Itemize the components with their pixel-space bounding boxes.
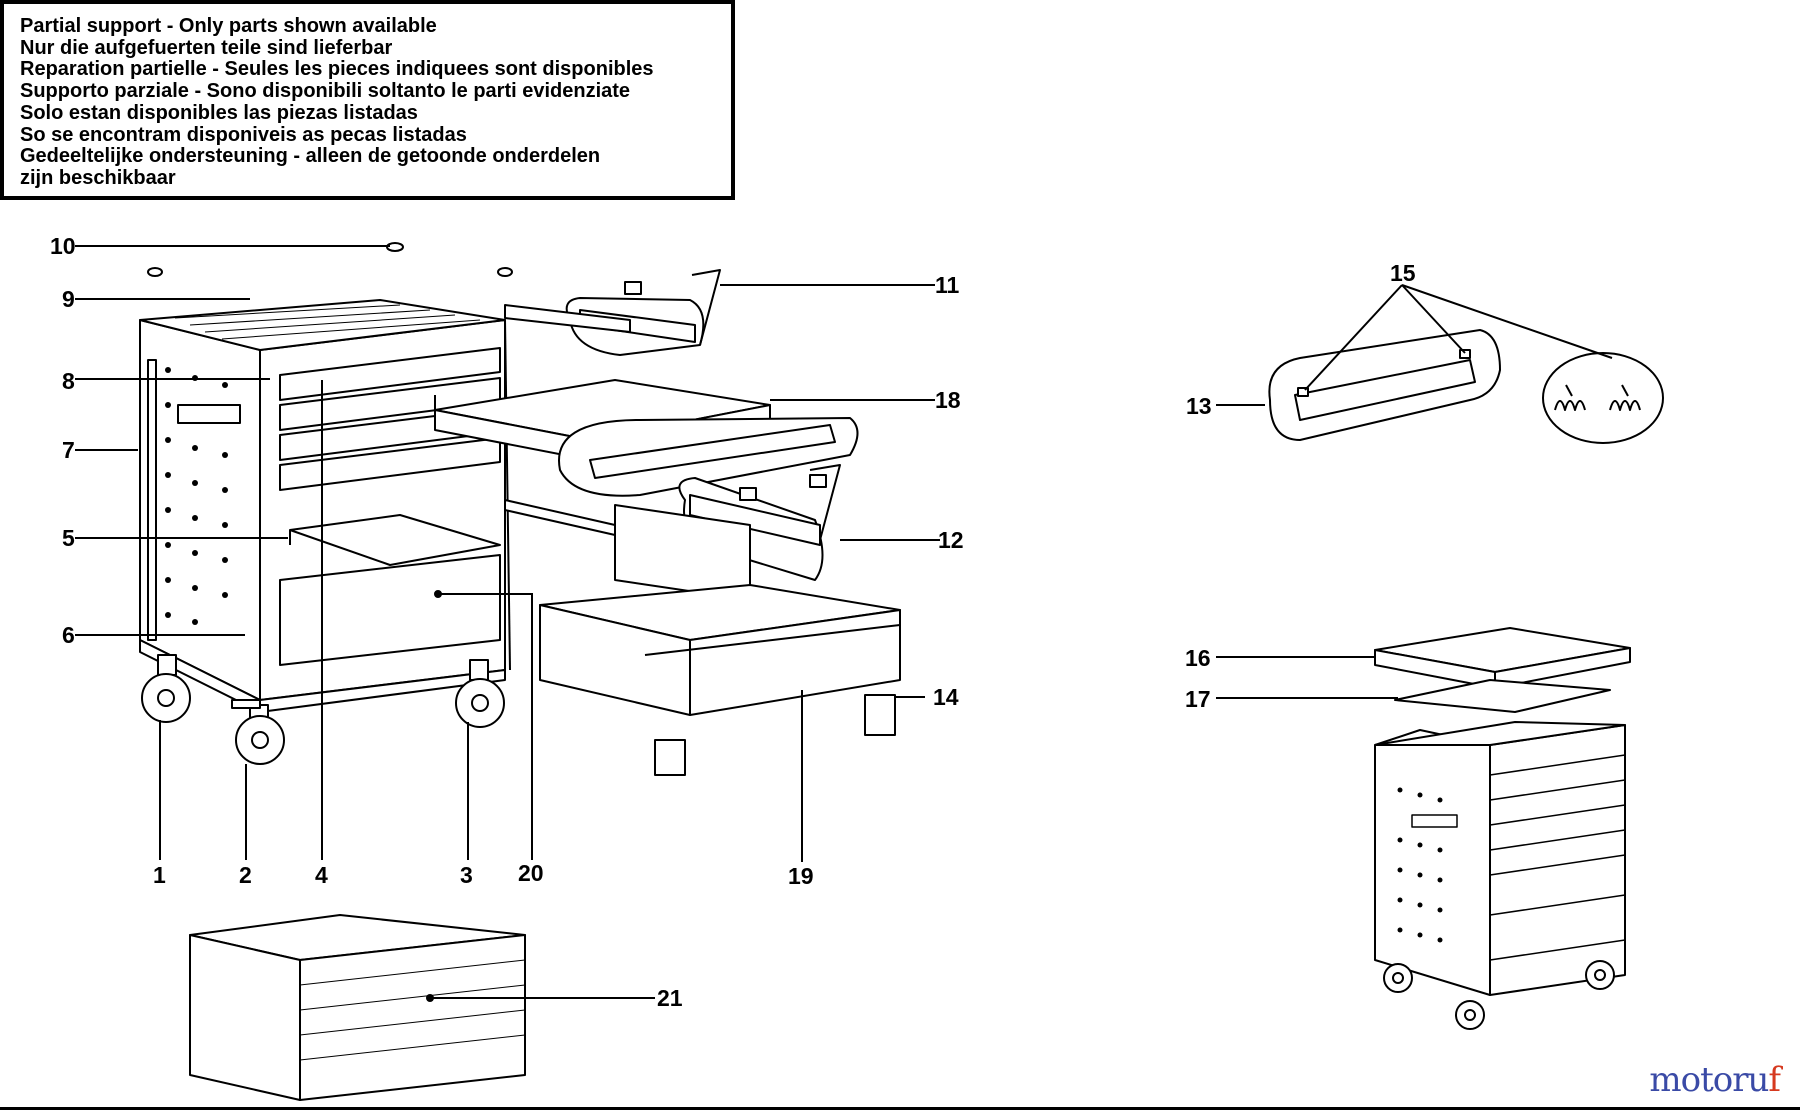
site-watermark: motoruf bbox=[1649, 1060, 1781, 1100]
callout-1: 1 bbox=[153, 862, 166, 888]
callout-15: 15 bbox=[1390, 260, 1416, 286]
notice-line: So se encontram disponiveis as pecas lis… bbox=[20, 123, 467, 146]
callout-3: 3 bbox=[460, 862, 473, 888]
notice-line: Gedeeltelijke ondersteuning - alleen de … bbox=[20, 145, 601, 168]
callout-9: 9 bbox=[62, 286, 75, 312]
notice-line: Solo estan disponibles las piezas listad… bbox=[20, 101, 418, 124]
watermark-text-blue: motoru bbox=[1649, 1060, 1769, 1100]
callout-16: 16 bbox=[1185, 645, 1211, 671]
notice-line: Reparation partielle - Seules les pieces… bbox=[20, 58, 654, 81]
callout-20: 20 bbox=[518, 860, 544, 886]
callout-14: 14 bbox=[933, 684, 959, 710]
callout-7: 7 bbox=[62, 437, 75, 463]
callout-17: 17 bbox=[1185, 686, 1211, 712]
callout-11: 11 bbox=[935, 272, 960, 298]
callout-21: 21 bbox=[657, 985, 683, 1011]
callout-6: 6 bbox=[62, 622, 75, 648]
callout-13: 13 bbox=[1186, 393, 1212, 419]
assembled-cabinet bbox=[1374, 721, 1626, 1030]
notice-line: Supporto parziale - Sono disponibili sol… bbox=[20, 80, 631, 103]
bottom-drawer bbox=[189, 914, 526, 1101]
callout-5: 5 bbox=[62, 525, 75, 551]
large-drawer bbox=[539, 584, 901, 716]
callout-12: 12 bbox=[938, 527, 964, 553]
notice-line: Partial support - Only parts shown avail… bbox=[20, 15, 437, 37]
bottom-border bbox=[0, 1107, 1800, 1110]
callout-10: 10 bbox=[50, 233, 76, 259]
main-tool-cabinet bbox=[139, 299, 511, 765]
notice-line: Nur die aufgefuerten teile sind lieferba… bbox=[20, 36, 393, 59]
callout-18: 18 bbox=[935, 387, 961, 413]
callout-4: 4 bbox=[315, 862, 328, 888]
spring-detail bbox=[1542, 352, 1664, 444]
availability-notice: Partial support - Only parts shown avail… bbox=[0, 0, 735, 200]
castor bbox=[141, 654, 191, 723]
callout-19: 19 bbox=[788, 863, 814, 889]
cabinet-lid bbox=[1374, 627, 1631, 689]
lid-mat bbox=[1394, 679, 1611, 713]
castor bbox=[455, 659, 505, 728]
watermark-text-red: f bbox=[1768, 1060, 1781, 1100]
notice-line: zijn beschikbaar bbox=[20, 166, 176, 189]
callout-8: 8 bbox=[62, 368, 75, 394]
castor-with-brake bbox=[231, 699, 285, 765]
callout-2: 2 bbox=[239, 862, 252, 888]
